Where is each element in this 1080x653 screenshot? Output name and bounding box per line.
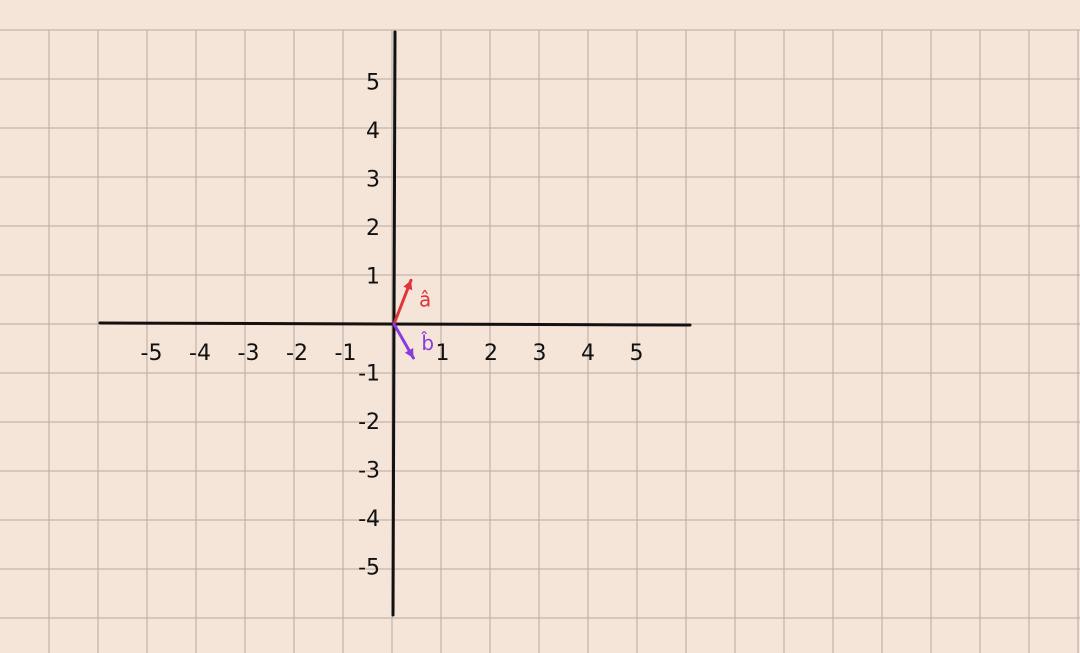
y-tick-label: -1 xyxy=(358,362,380,387)
vector-b-hat-arrowhead xyxy=(404,347,414,358)
x-tick-label: -3 xyxy=(238,341,260,366)
y-tick-label: -3 xyxy=(358,459,380,484)
y-tick-label: 2 xyxy=(366,216,380,241)
y-tick-label: 1 xyxy=(366,265,380,290)
vectors: â b̂ xyxy=(392,278,434,360)
x-tick-label: -1 xyxy=(335,341,357,366)
y-tick-label: 4 xyxy=(366,119,380,144)
x-tick-label: -2 xyxy=(286,341,308,366)
vector-a-hat-arrowhead xyxy=(403,280,413,291)
x-tick-label: 3 xyxy=(533,341,547,366)
x-tick-label: 4 xyxy=(581,341,595,366)
x-tick-label: -4 xyxy=(189,341,211,366)
vector-a-hat: â xyxy=(392,278,431,326)
y-tick-label: -4 xyxy=(358,507,380,532)
y-tick-label: -2 xyxy=(358,410,380,435)
vector-b-hat-label: b̂ xyxy=(421,331,434,355)
x-tick-label: 2 xyxy=(484,341,498,366)
x-tick-label: 5 xyxy=(630,341,644,366)
x-tick-labels: -5 -4 -3 -2 -1 1 2 3 4 5 xyxy=(141,341,644,366)
x-tick-label: 1 xyxy=(436,341,450,366)
vector-a-hat-label: â xyxy=(419,287,431,311)
x-tick-label: -5 xyxy=(141,341,163,366)
y-tick-label: 3 xyxy=(366,168,380,193)
y-tick-label: 5 xyxy=(366,71,380,96)
y-tick-label: -5 xyxy=(358,556,380,581)
y-tick-labels: 5 4 3 2 1 -1 -2 -3 -4 -5 xyxy=(358,71,380,581)
grid xyxy=(0,29,1080,653)
vector-b-hat: b̂ xyxy=(392,322,434,360)
